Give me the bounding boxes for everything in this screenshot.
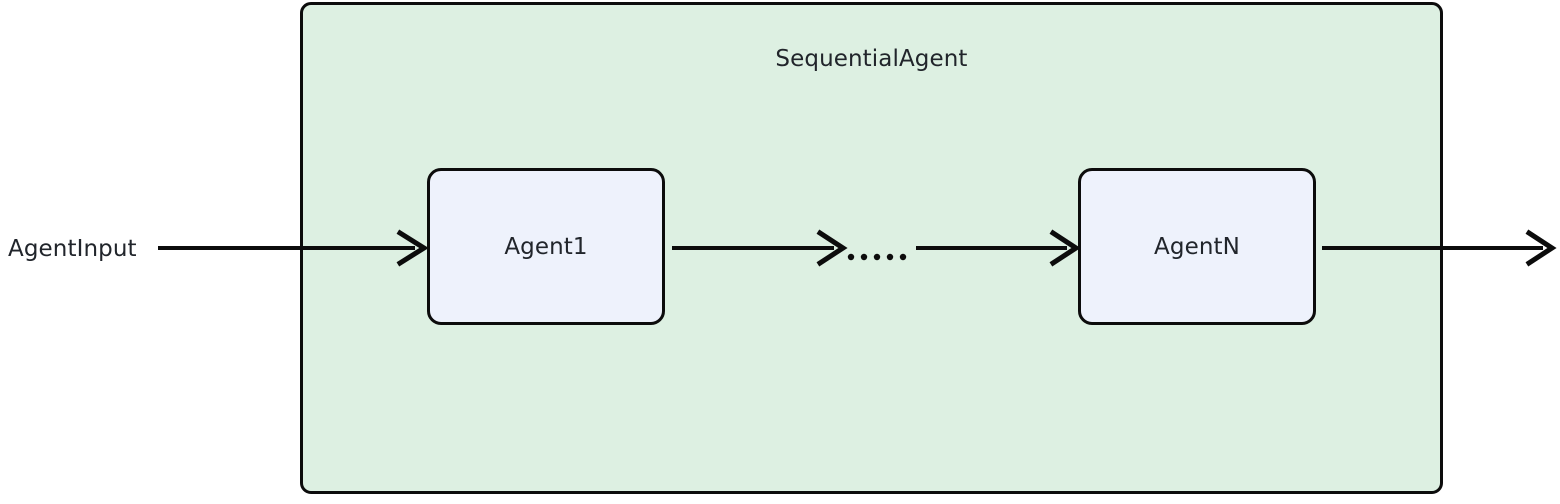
agent-input-label: AgentInput — [8, 236, 137, 262]
sequential-agent-title: SequentialAgent — [775, 46, 968, 72]
node-agentn-label: AgentN — [1154, 233, 1240, 260]
node-agent1[interactable]: Agent1 — [427, 168, 665, 325]
node-agentn[interactable]: AgentN — [1078, 168, 1316, 325]
node-agent1-label: Agent1 — [504, 233, 588, 260]
